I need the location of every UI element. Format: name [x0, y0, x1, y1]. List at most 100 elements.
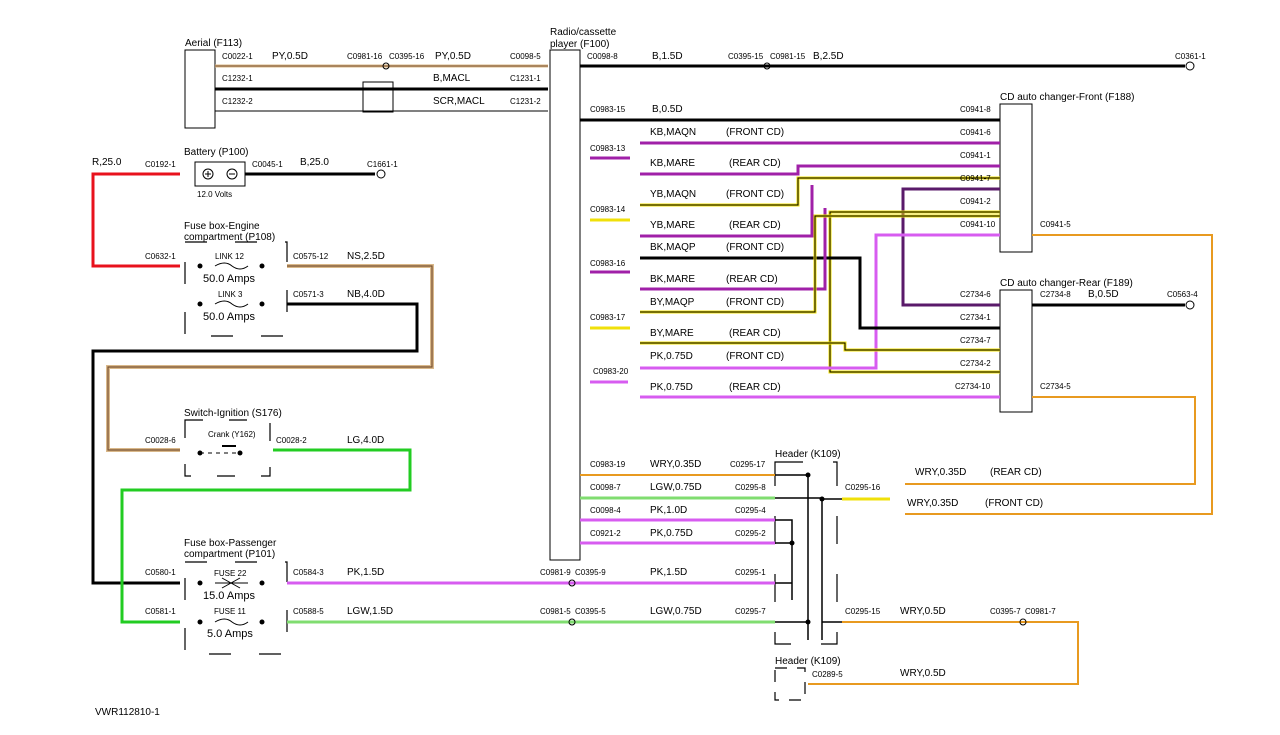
- connector-label: C0295-1: [735, 568, 766, 577]
- wire-label: KB,MARE: [650, 158, 695, 169]
- connector-label: C0941-1: [960, 151, 991, 160]
- connector-label: C0941-7: [960, 174, 991, 183]
- connector-label: C0563-4: [1167, 290, 1198, 299]
- connector-label: C0361-1: [1175, 52, 1206, 61]
- wire-label: B,0.5D: [652, 104, 683, 115]
- front-cd-note: (FRONT CD): [726, 189, 784, 200]
- connector-label: C0395-7: [990, 607, 1021, 616]
- wire-label: YB,MAQN: [650, 189, 696, 200]
- wire-label: BY,MAQP: [650, 297, 695, 308]
- rear-cd-note: (REAR CD): [729, 220, 781, 231]
- link3-rating: 50.0 Amps: [203, 311, 255, 323]
- connector-label: C0941-2: [960, 197, 991, 206]
- fuse11-icon: [214, 618, 249, 626]
- wire-label: PK,0.75D: [650, 351, 693, 362]
- connector-label: C0028-2: [276, 436, 307, 445]
- front-cd-note: (FRONT CD): [985, 498, 1043, 509]
- connector-label: C0941-6: [960, 128, 991, 137]
- fuse11-label: FUSE 11: [214, 607, 246, 616]
- battery-voltage: 12.0 Volts: [197, 190, 232, 199]
- link3-fuse-icon: [214, 300, 249, 308]
- fuse11-rating: 5.0 Amps: [207, 628, 253, 640]
- wire-label: WRY,0.5D: [900, 668, 946, 679]
- connector-label: C0580-1: [145, 568, 176, 577]
- link3-label: LINK 3: [218, 290, 243, 299]
- connector-label: C1232-2: [222, 97, 253, 106]
- ground-icon: [376, 169, 386, 179]
- connector-label: C0981-9: [540, 568, 571, 577]
- link12-rating: 50.0 Amps: [203, 273, 255, 285]
- connector-label: C0295-17: [730, 460, 766, 469]
- wire-label: PK,1.5D: [347, 567, 384, 578]
- wire-label: B,MACL: [433, 73, 471, 84]
- header2-title: Header (K109): [775, 656, 841, 667]
- connector-label: C1231-2: [510, 97, 541, 106]
- header2-box: [774, 667, 806, 701]
- wire-label: BK,MARE: [650, 274, 695, 285]
- connector-label: C0632-1: [145, 252, 176, 261]
- connector-label: C0395-9: [575, 568, 606, 577]
- connector-label: C0981-15: [770, 52, 806, 61]
- connector-label: C2734-8: [1040, 290, 1071, 299]
- connector-label: C2734-10: [955, 382, 991, 391]
- fuse-engine-title-1: Fuse box-Engine: [184, 221, 260, 232]
- front-cd-note: (FRONT CD): [726, 127, 784, 138]
- connector-label: C0192-1: [145, 160, 176, 169]
- connector-label: C0941-8: [960, 105, 991, 114]
- fuse22-icon: [215, 577, 248, 589]
- wire-label: WRY,0.35D: [650, 459, 701, 470]
- fuse22-label: FUSE 22: [214, 569, 247, 578]
- connector-label: C0983-19: [590, 460, 626, 469]
- connector-label: C1661-1: [367, 160, 398, 169]
- rear-cd-note: (REAR CD): [729, 158, 781, 169]
- wire-label: WRY,0.5D: [900, 606, 946, 617]
- wire-label: YB,MARE: [650, 220, 695, 231]
- connector-label: C0295-16: [845, 483, 881, 492]
- front-cd-note: (FRONT CD): [726, 242, 784, 253]
- wire-label: PY,0.5D: [435, 51, 471, 62]
- radio-title-1: Radio/cassette: [550, 27, 617, 38]
- wire-label: PK,0.75D: [650, 528, 693, 539]
- connector-label: C0295-2: [735, 529, 766, 538]
- cd-front-box: [999, 103, 1033, 253]
- cd-rear-title: CD auto changer-Rear (F189): [1000, 278, 1133, 289]
- wire-label: WRY,0.35D: [907, 498, 958, 509]
- connector-label: C0941-5: [1040, 220, 1071, 229]
- connector-label: C0395-15: [728, 52, 764, 61]
- front-cd-note: (FRONT CD): [726, 297, 784, 308]
- connector-label: C0098-8: [587, 52, 618, 61]
- rear-cd-note: (REAR CD): [729, 328, 781, 339]
- connector-label: C0581-1: [145, 607, 176, 616]
- connector-label: C0098-4: [590, 506, 621, 515]
- connector-label: C2734-1: [960, 313, 991, 322]
- connector-label: C0295-7: [735, 607, 766, 616]
- wire-label: LGW,0.75D: [650, 606, 702, 617]
- connector-label: C2734-2: [960, 359, 991, 368]
- figure-id: VWR112810-1: [95, 707, 160, 718]
- aerial-box: [184, 49, 216, 129]
- connector-label: C0981-16: [347, 52, 383, 61]
- connector-label: C0295-8: [735, 483, 766, 492]
- connector-label: C0983-13: [590, 144, 626, 153]
- radio-box: [549, 49, 581, 561]
- connector-label: C2734-5: [1040, 382, 1071, 391]
- connector-label: C1232-1: [222, 74, 253, 83]
- aerial-title: Aerial (F113): [185, 38, 242, 49]
- connector-label: C1231-1: [510, 74, 541, 83]
- fuse-pass-box: [184, 561, 288, 655]
- connector-label: C0983-14: [590, 205, 626, 214]
- wire-label: KB,MAQN: [650, 127, 696, 138]
- fuse-engine-box: [184, 241, 288, 337]
- wire-label: NS,2.5D: [347, 251, 385, 262]
- connector-label: C0022-1: [222, 52, 253, 61]
- connector-label: C2734-7: [960, 336, 991, 345]
- connector-label: C0983-15: [590, 105, 626, 114]
- connector-label: C0941-10: [960, 220, 996, 229]
- connector-label: C0575-12: [293, 252, 329, 261]
- wire-label: PK,1.0D: [650, 505, 687, 516]
- wire-label: BK,MAQP: [650, 242, 696, 253]
- wire-label: PY,0.5D: [272, 51, 308, 62]
- wire-label: R,25.0: [92, 157, 122, 168]
- connector-label: C0983-16: [590, 259, 626, 268]
